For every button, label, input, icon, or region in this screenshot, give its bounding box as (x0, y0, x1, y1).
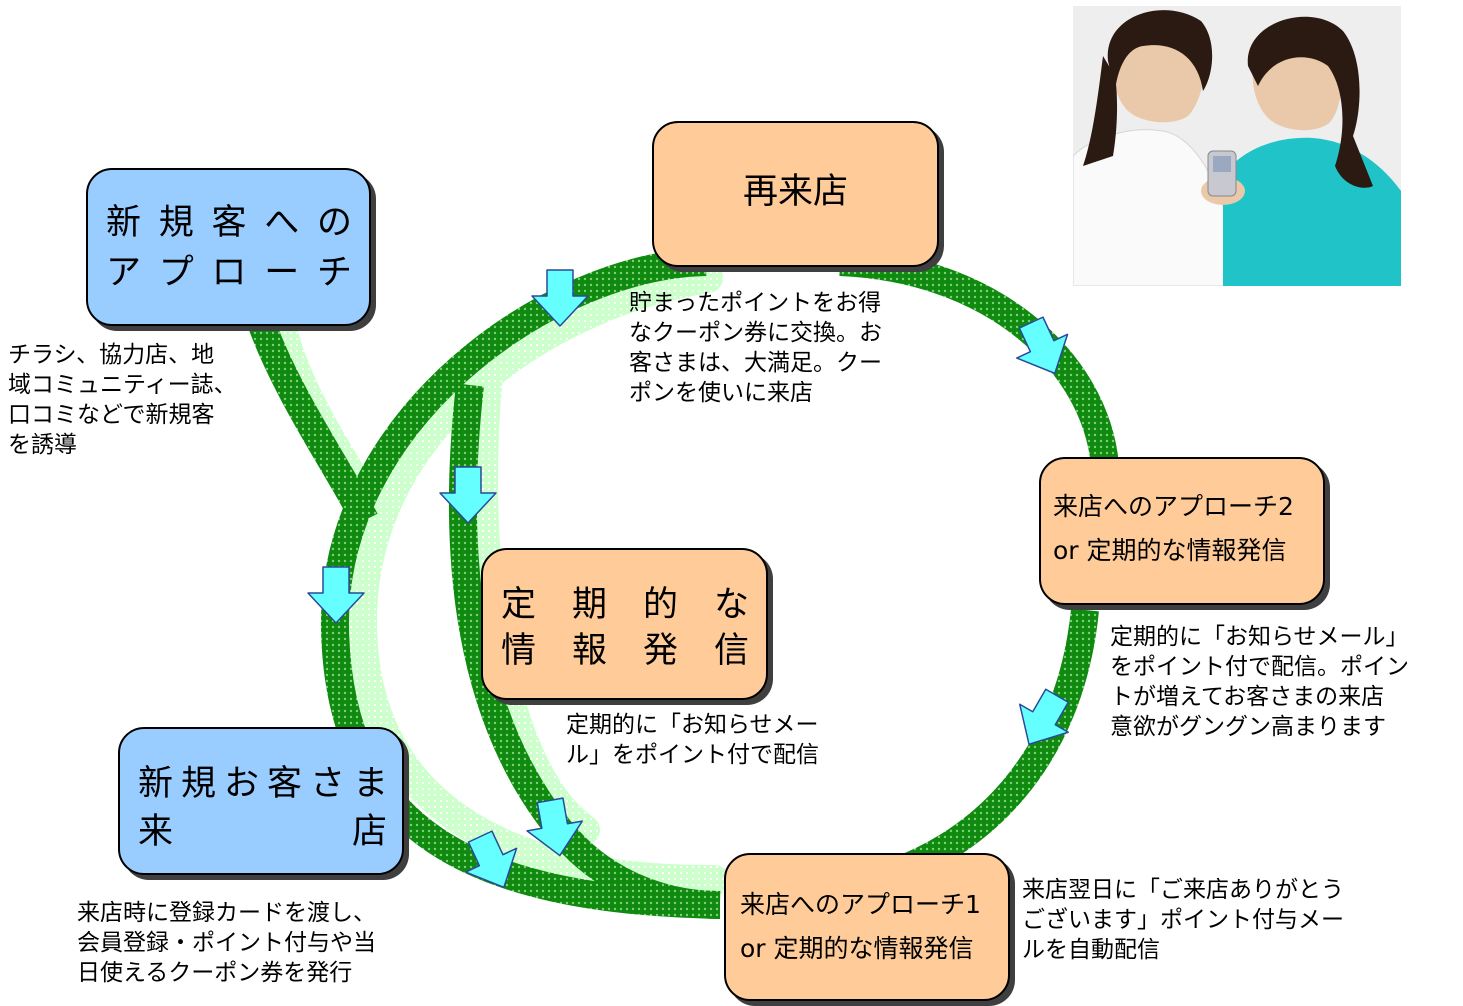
periodic-line2: 情報発信 (501, 631, 749, 671)
light-path-circle (346, 263, 730, 896)
approach2-caption: 定期的に「お知らせメール」 をポイント付で配信。ポイン トが増えてお客さまの来店… (1110, 624, 1409, 740)
new-approach-caption: チラシ、協力店、地 域コミュニティー誌、 口コミなどで新規客 を誘導 (8, 342, 237, 458)
new-customer-line2a: 来 (138, 812, 174, 852)
arrow-down-icon (531, 269, 589, 327)
visit-approach-1-box: 来店へのアプローチ1 or 定期的な情報発信 (724, 853, 1010, 1001)
periodic-caption: 定期的に「お知らせメー ル」をポイント付で配信 (566, 712, 819, 768)
approach1-line1: 来店へのアプローチ1 (740, 890, 981, 919)
new-customer-line1: 新規お客さま (138, 764, 388, 804)
approach1-caption: 来店翌日に「ご来店ありがとう ございます」ポイント付与メー ルを自動配信 (1022, 877, 1344, 963)
arrow-down-icon (526, 797, 583, 857)
approach2-line2: or 定期的な情報発信 (1053, 536, 1287, 565)
approach1-line2: or 定期的な情報発信 (740, 934, 974, 963)
new-customer-visit-box: 新規お客さま 来 店 (118, 727, 404, 875)
arrow-down-icon (465, 830, 518, 889)
new-approach-line2: アプローチ (106, 253, 356, 293)
dark-path-circle-right-lower (866, 608, 1099, 894)
arrow-down-icon (307, 566, 365, 624)
revisit-caption: 貯まったポイントをお得 なクーポン券に交換。お 客さまは、大満足。クー ポンを使… (629, 290, 882, 406)
arrow-down-icon (1019, 688, 1070, 745)
new-customer-approach-box: 新規客への アプローチ (86, 168, 371, 326)
dark-path-new-approach (248, 320, 378, 527)
approach2-line1: 来店へのアプローチ2 (1053, 492, 1294, 521)
periodic-info-box: 定期的な 情報発信 (481, 548, 768, 700)
revisit-box: 再来店 (652, 121, 939, 267)
revisit-label: 再来店 (742, 172, 848, 212)
periodic-line1: 定期的な (501, 585, 749, 625)
new-approach-line1: 新規客への (106, 203, 356, 243)
arrow-down-icon (1016, 316, 1069, 375)
new-customer-line2b: 店 (352, 812, 388, 852)
new-customer-caption: 来店時に登録カードを渡し、 会員登録・ポイント付与や当 日使えるクーポン券を発行 (77, 900, 376, 986)
visit-approach-2-box: 来店へのアプローチ2 or 定期的な情報発信 (1039, 457, 1325, 605)
two-women-with-phone-photo (1073, 6, 1401, 286)
arrow-down-icon (439, 466, 497, 524)
